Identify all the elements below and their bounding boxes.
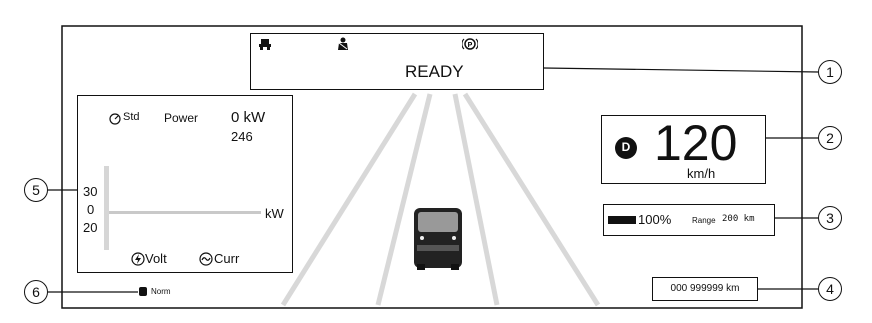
drive-mode-icon — [139, 287, 147, 296]
leader-lines — [48, 67, 819, 293]
curr-label: Curr — [214, 251, 240, 266]
lane-line — [462, 92, 601, 307]
display-frame — [61, 25, 803, 309]
scale-top: 30 — [83, 184, 98, 199]
callout-2: 2 — [818, 126, 842, 150]
callout-1: 1 — [818, 60, 842, 84]
scale-mid: 0 — [87, 202, 95, 217]
volt-label: Volt — [145, 251, 167, 266]
power-max: 246 — [231, 129, 253, 144]
power-bar-axis — [109, 211, 261, 214]
speed-value: 120 — [654, 115, 738, 171]
status-panel: P READY — [250, 33, 544, 90]
passenger-seatbelt-icon — [338, 37, 348, 50]
power-bar-track — [104, 166, 109, 250]
range-value: 200 km — [722, 214, 755, 224]
battery-percent: 100% — [638, 212, 672, 227]
callout-3: 3 — [818, 206, 842, 230]
battery-panel: 100% Range 200 km — [603, 204, 775, 236]
drive-mode-label: Norm — [151, 287, 171, 296]
lane-line — [452, 93, 500, 306]
svg-text:P: P — [468, 42, 473, 49]
power-value: 0 kW — [231, 109, 266, 126]
ready-text: READY — [405, 62, 464, 81]
lane-line — [375, 93, 433, 306]
power-panel: Std Power 0 kW 246 30 0 20 kW Volt Curr — [77, 95, 293, 273]
drive-setting: Std — [123, 111, 140, 123]
odometer-value: 000 999999 km — [670, 283, 740, 294]
callout-4: 4 — [818, 277, 842, 301]
callout-6: 6 — [24, 280, 48, 304]
speed-unit: km/h — [687, 166, 716, 181]
gear-label: D — [621, 140, 631, 154]
power-label: Power — [164, 111, 199, 125]
road-lanes — [280, 92, 601, 307]
scale-bottom: 20 — [83, 220, 98, 235]
seatbelt-warning-icon — [259, 39, 271, 50]
lane-line — [280, 92, 418, 307]
leader-line-1 — [543, 67, 819, 73]
callout-5: 5 — [24, 178, 48, 202]
gear-d-icon: D — [615, 137, 637, 159]
odometer-panel: 000 999999 km — [652, 277, 758, 301]
volt-icon — [131, 252, 145, 266]
car-icon — [414, 208, 462, 270]
gauge-icon — [109, 113, 121, 125]
curr-icon — [199, 252, 213, 266]
speed-panel: D 120 km/h — [601, 115, 766, 184]
battery-icon — [608, 216, 636, 224]
parking-brake-icon: P — [462, 38, 478, 50]
range-label: Range — [692, 216, 716, 225]
axis-unit: kW — [265, 206, 284, 221]
